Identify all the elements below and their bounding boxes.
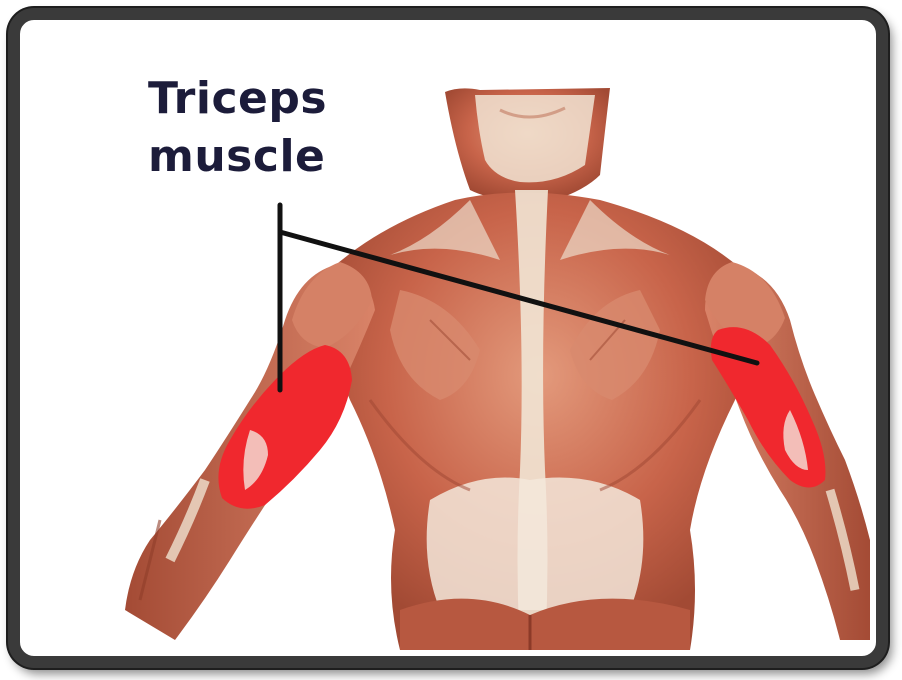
label-line-2: muscle [148,128,378,186]
triceps-label: Triceps muscle [148,70,378,186]
label-line-1: Triceps [148,70,378,128]
back-torso [328,190,752,650]
neck [445,88,610,201]
